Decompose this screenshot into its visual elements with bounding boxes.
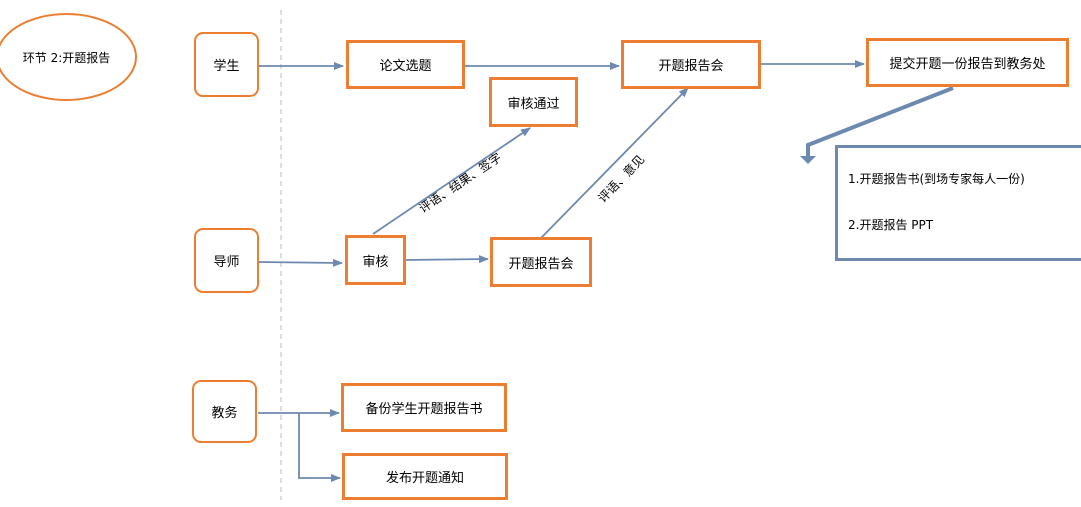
stage-label-text: 环节 2:开题报告 [22,50,111,65]
role-advisor-label: 导师 [213,255,240,270]
step-review: 审核 [345,235,406,285]
connector-submit-to-note [806,86,954,158]
step-publish-notice: 发布开题通知 [342,453,508,500]
step-thesis-topic-label: 论文选题 [379,59,432,74]
step-backup-report: 备份学生开题报告书 [341,383,507,432]
step-proposal-meeting-top: 开题报告会 [621,40,761,89]
role-academic-office-label: 教务 [211,406,238,421]
step-submit-to-office-label: 提交开题一份报告到教务处 [889,57,1046,72]
step-publish-notice-label: 发布开题通知 [385,471,464,486]
role-student-label: 学生 [213,59,240,74]
arrow-midmeeting-to-topmeeting [540,87,689,239]
submission-note-item-2: 2.开题报告 PPT [848,218,934,232]
step-backup-report-label: 备份学生开题报告书 [365,402,483,417]
role-advisor-node: 导师 [194,228,259,293]
step-submit-to-office: 提交开题一份报告到教务处 [866,38,1069,87]
step-proposal-meeting-mid: 开题报告会 [490,237,592,287]
arrow-advisor-to-review [257,258,343,267]
role-student-node: 学生 [194,32,259,97]
step-thesis-topic: 论文选题 [346,40,465,89]
role-academic-office-node: 教务 [192,380,257,443]
stage-label-oval: 环节 2:开题报告 [0,13,137,101]
step-review-label: 审核 [362,254,389,270]
submission-note-item-1: 1.开题报告书(到场专家每人一份) [848,172,1025,186]
arrow-review-to-approved [372,127,531,235]
connector-submit-to-note-head [800,156,816,164]
step-review-approved: 审核通过 [489,77,578,127]
arrow-office-to-publish [298,413,341,482]
submission-note-box: 1.开题报告书(到场专家每人一份) 2.开题报告 PPT [835,145,1081,261]
step-proposal-meeting-top-label: 开题报告会 [658,59,724,74]
step-proposal-meeting-mid-label: 开题报告会 [508,256,574,272]
arrow-review-to-midmeeting [404,255,489,264]
step-review-approved-label: 审核通过 [507,96,560,112]
